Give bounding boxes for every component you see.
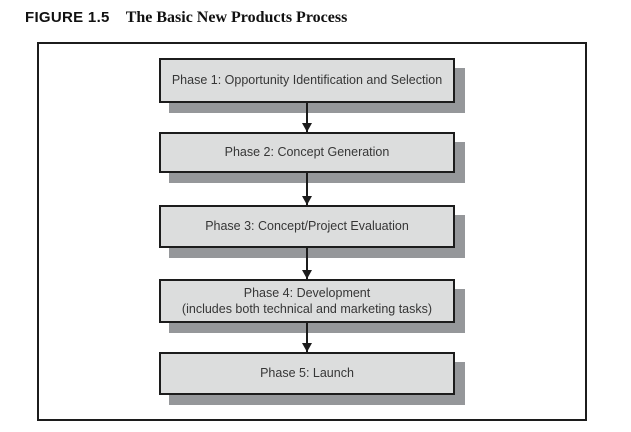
figure-caption: FIGURE 1.5 The Basic New Products Proces… xyxy=(25,9,347,27)
phase-1-label: Phase 1: Opportunity Identification and … xyxy=(171,73,443,88)
phase-box-3: Phase 3: Concept/Project Evaluation xyxy=(159,205,455,248)
down-arrow-1 xyxy=(302,103,312,132)
down-arrow-2 xyxy=(302,173,312,205)
phase-box-5: Phase 5: Launch xyxy=(159,352,455,395)
phase-4-label: Phase 4: Development xyxy=(243,285,371,300)
phase-3-label: Phase 3: Concept/Project Evaluation xyxy=(205,219,409,234)
phase-2-label: Phase 2: Concept Generation xyxy=(224,145,390,160)
phase-box-2: Phase 2: Concept Generation xyxy=(159,132,455,173)
figure-label: FIGURE 1.5 xyxy=(25,9,110,26)
phase-box-1: Phase 1: Opportunity Identification and … xyxy=(159,58,455,103)
phase-5-label: Phase 5: Launch xyxy=(260,366,354,381)
down-arrow-3 xyxy=(302,248,312,279)
phase-box-4: Phase 4: Development (includes both tech… xyxy=(159,279,455,323)
figure-title: The Basic New Products Process xyxy=(125,9,348,26)
diagram-frame: Phase 1: Opportunity Identification and … xyxy=(37,42,587,421)
phase-4-sublabel: (includes both technical and marketing t… xyxy=(181,302,433,316)
down-arrow-4 xyxy=(302,323,312,352)
